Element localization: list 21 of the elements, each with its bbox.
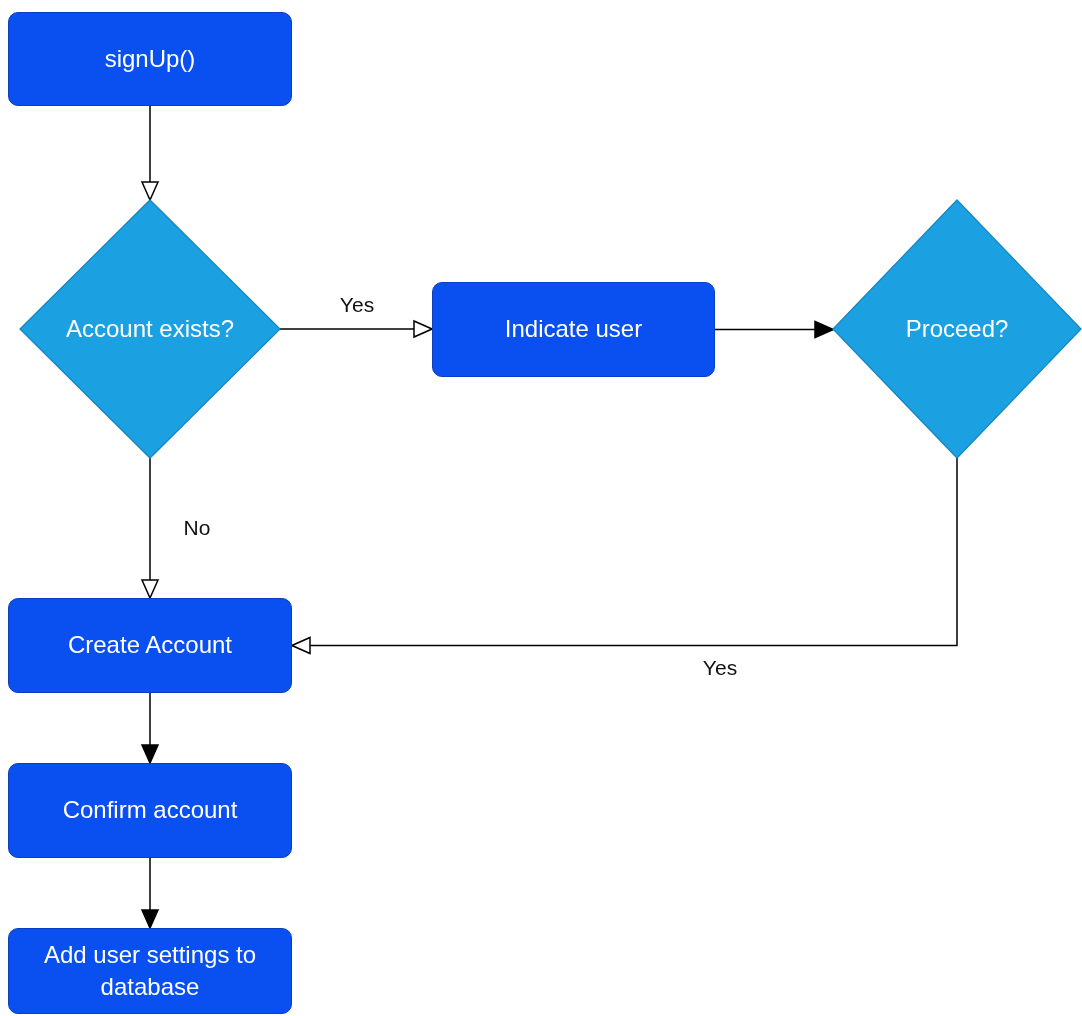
arrow xyxy=(141,692,159,764)
arrow xyxy=(141,857,159,929)
process-box xyxy=(8,12,292,106)
arrow xyxy=(279,320,433,338)
node-label: Account exists? xyxy=(64,313,236,344)
process-box xyxy=(432,282,715,377)
node-label: Create Account xyxy=(66,630,234,661)
arrow xyxy=(714,320,834,339)
decision-diamond xyxy=(20,200,280,458)
node-label: Indicate user xyxy=(503,314,644,345)
node-label: Proceed? xyxy=(904,313,1010,344)
arrow xyxy=(141,457,159,599)
node-label: signUp() xyxy=(103,43,197,74)
process-box xyxy=(8,928,292,1014)
process-box xyxy=(8,598,292,693)
node-label: Add user settings to database xyxy=(42,939,258,1002)
decision-diamond xyxy=(833,200,1081,458)
arrow xyxy=(141,105,159,201)
process-box xyxy=(8,763,292,858)
arrow xyxy=(291,457,958,655)
node-label: Confirm account xyxy=(61,795,239,826)
